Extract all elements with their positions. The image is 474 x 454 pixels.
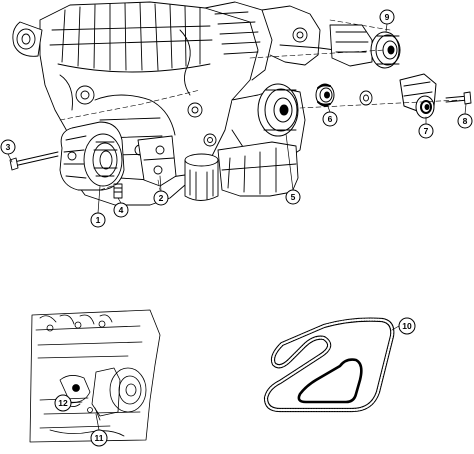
callout-11-label: 11 — [95, 433, 104, 443]
callout-9: 9 — [379, 9, 395, 25]
callout-9-label: 9 — [385, 12, 390, 22]
callout-11: 11 — [90, 429, 108, 447]
callout-5-label: 5 — [291, 192, 296, 202]
generator-bracket — [137, 135, 177, 187]
callout-10-label: 10 — [402, 321, 412, 331]
callout-12: 12 — [54, 394, 72, 412]
callout-4: 4 — [113, 202, 129, 218]
callout-3-label: 3 — [6, 142, 11, 152]
crankshaft-pulley-icon — [257, 83, 299, 137]
tensioner-bolt-icon — [445, 91, 472, 105]
callout-7-label: 7 — [424, 126, 429, 136]
callout-8-label: 8 — [463, 116, 468, 126]
callout-3: 3 — [0, 139, 16, 155]
stud-icon — [113, 183, 123, 199]
oil-filter-icon — [184, 153, 219, 201]
callout-12-label: 12 — [58, 398, 68, 408]
callout-8: 8 — [457, 113, 473, 129]
serpentine-belt-icon — [263, 317, 395, 413]
idler-pulley-icon — [315, 83, 335, 107]
callout-1: 1 — [90, 212, 106, 228]
generator-icon — [59, 121, 125, 191]
leader-lines — [7, 23, 467, 431]
callout-2-label: 2 — [159, 193, 164, 203]
detail-view-icon — [29, 309, 161, 443]
alignment-lines — [59, 19, 461, 191]
washer-icon — [359, 90, 373, 106]
callout-6: 6 — [322, 111, 338, 127]
callout-10: 10 — [398, 317, 416, 335]
power-steering-pulley-icon — [370, 31, 401, 69]
callout-5: 5 — [285, 189, 301, 205]
callout-6-label: 6 — [328, 114, 333, 124]
callout-7: 7 — [418, 123, 434, 139]
callout-4-label: 4 — [119, 205, 124, 215]
oil-pan — [217, 141, 299, 197]
belt-tensioner-icon — [399, 73, 437, 119]
callout-2: 2 — [153, 190, 169, 206]
callout-1-label: 1 — [96, 215, 101, 225]
bolt-icon — [9, 151, 59, 171]
